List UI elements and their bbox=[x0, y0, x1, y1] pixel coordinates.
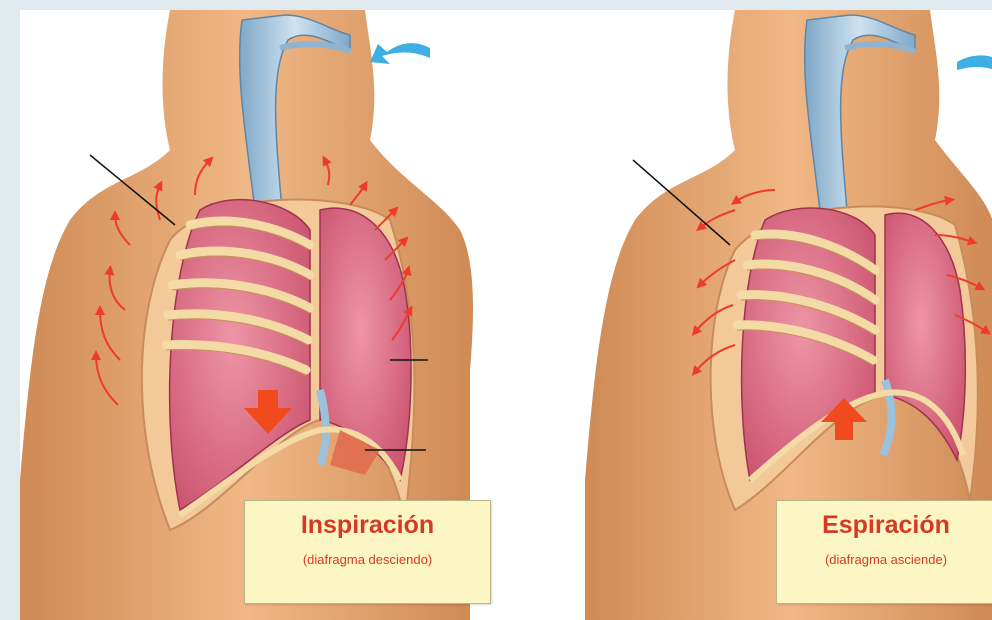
label-inspiration-title: Inspiración bbox=[245, 511, 490, 540]
label-expiration: Espiración (diafragma asciende) bbox=[776, 500, 992, 604]
airflow-arrow-icon bbox=[370, 43, 430, 64]
label-expiration-title: Espiración bbox=[777, 511, 992, 540]
label-inspiration-subtitle: (diafragma desciendo) bbox=[245, 552, 490, 567]
illustration-stage: Inspiración (diafragma desciendo) Espira… bbox=[20, 10, 992, 620]
label-expiration-subtitle: (diafragma asciende) bbox=[777, 552, 992, 567]
label-inspiration: Inspiración (diafragma desciendo) bbox=[244, 500, 491, 604]
airflow-arrow-icon bbox=[957, 55, 992, 70]
